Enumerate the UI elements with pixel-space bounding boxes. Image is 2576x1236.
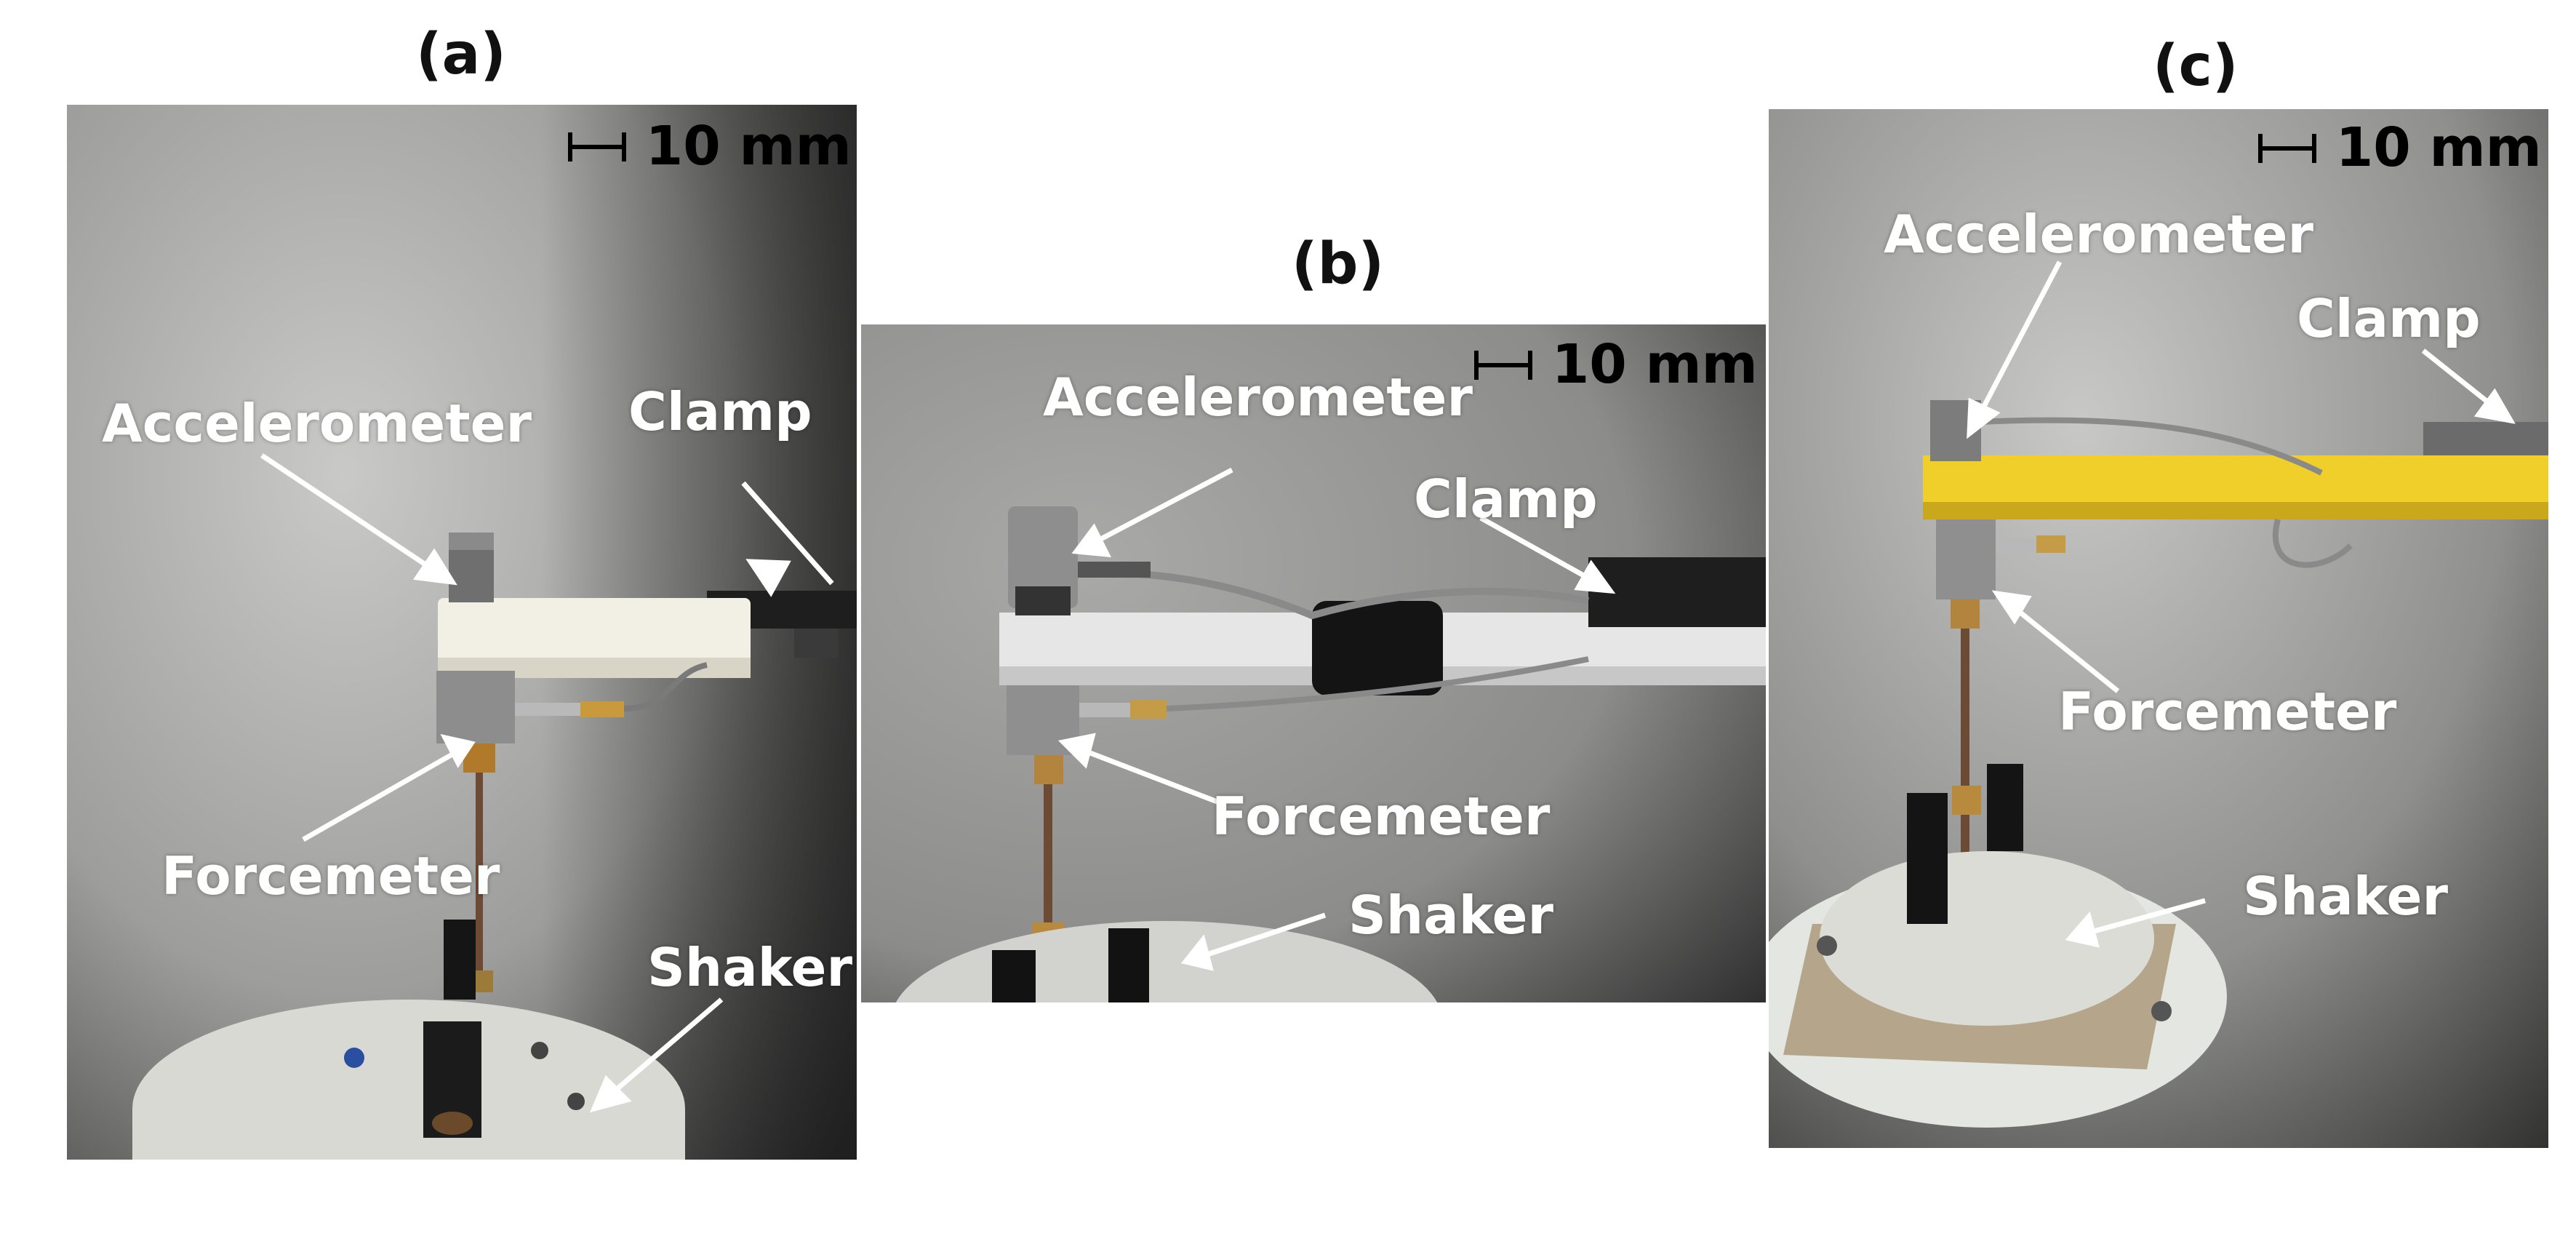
panel-c-title: (c) <box>2153 33 2239 99</box>
panel-a-photo <box>67 105 857 1160</box>
panel-b-forcemeter-label: Forcemeter <box>1212 786 1551 847</box>
panel-a-forcemeter-label: Forcemeter <box>161 845 500 906</box>
panel-b-accelerometer-label: Accelerometer <box>1043 367 1473 428</box>
panel-b-photo <box>861 324 1766 1002</box>
panel-a-title: (a) <box>416 22 506 87</box>
panel-b-scale-bar: 10 mm <box>1473 333 1758 399</box>
panel-a-scale-bar: 10 mm <box>567 115 852 180</box>
panel-b-scale-label: 10 mm <box>1551 333 1758 396</box>
panel-b-shaker-label: Shaker <box>1348 885 1553 946</box>
panel-c-forcemeter-label: Forcemeter <box>2058 681 2397 742</box>
panel-c-scale-bar: 10 mm <box>2257 116 2542 182</box>
panel-a-shaker-label: Shaker <box>647 937 852 998</box>
panel-a-scale-label: 10 mm <box>645 115 852 178</box>
panel-c-accelerometer-label: Accelerometer <box>1884 204 2314 265</box>
panel-c-scale-label: 10 mm <box>2335 116 2542 179</box>
panel-b-title: (b) <box>1292 231 1385 297</box>
panel-a-clamp-label: Clamp <box>628 381 812 442</box>
scale-bar-icon <box>1473 336 1533 399</box>
panel-c-photo <box>1769 109 2548 1148</box>
panel-c-shaker-label: Shaker <box>2243 866 2448 927</box>
panel-c-clamp-label: Clamp <box>2297 288 2481 349</box>
scale-bar-icon <box>567 118 627 180</box>
panel-a-accelerometer-label: Accelerometer <box>102 393 532 454</box>
panel-b-clamp-label: Clamp <box>1414 469 1598 530</box>
scale-bar-icon <box>2257 119 2317 182</box>
